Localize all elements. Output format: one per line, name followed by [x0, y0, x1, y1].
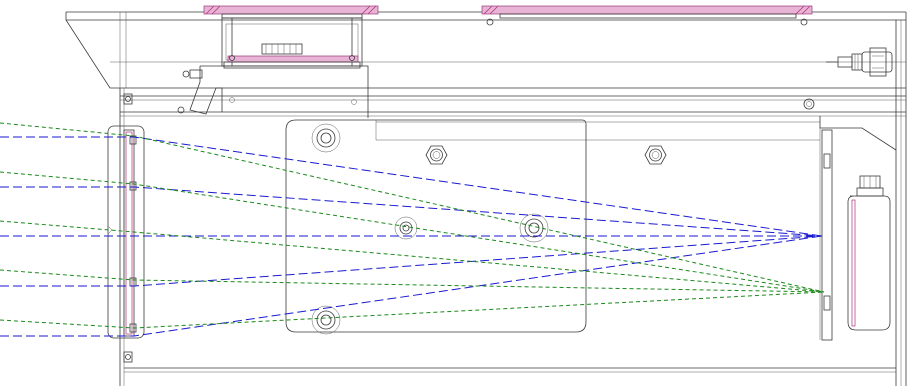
top-mount-plate-left [203, 5, 379, 19]
entrance-window-frame [107, 125, 145, 363]
standoff-top-left [311, 123, 341, 153]
top-mount-plate-right [481, 5, 813, 26]
detector-assembly [821, 129, 891, 341]
center-mounting-plate [285, 119, 820, 333]
cable-connector [826, 47, 893, 77]
standoff-mid-right [519, 213, 549, 243]
hex-nut-right [644, 145, 667, 165]
circuit-board-stack [221, 17, 363, 69]
green-ray-1 [0, 122, 825, 293]
blue-ray-bundle [0, 136, 823, 337]
green-ray-5 [0, 291, 825, 329]
standoff-bottom-left [311, 305, 341, 335]
green-ray-3 [0, 220, 825, 293]
latch-bracket [123, 65, 369, 118]
green-ray-bundle [0, 122, 825, 329]
housing-outline [65, 11, 907, 386]
blue-ray-1 [0, 136, 823, 237]
blue-ray-4 [0, 235, 823, 287]
green-ray-4 [0, 269, 825, 293]
green-ray-2 [0, 171, 825, 293]
blue-ray-5 [0, 235, 823, 337]
hex-nut-center [425, 145, 448, 165]
blue-ray-2 [0, 186, 823, 237]
